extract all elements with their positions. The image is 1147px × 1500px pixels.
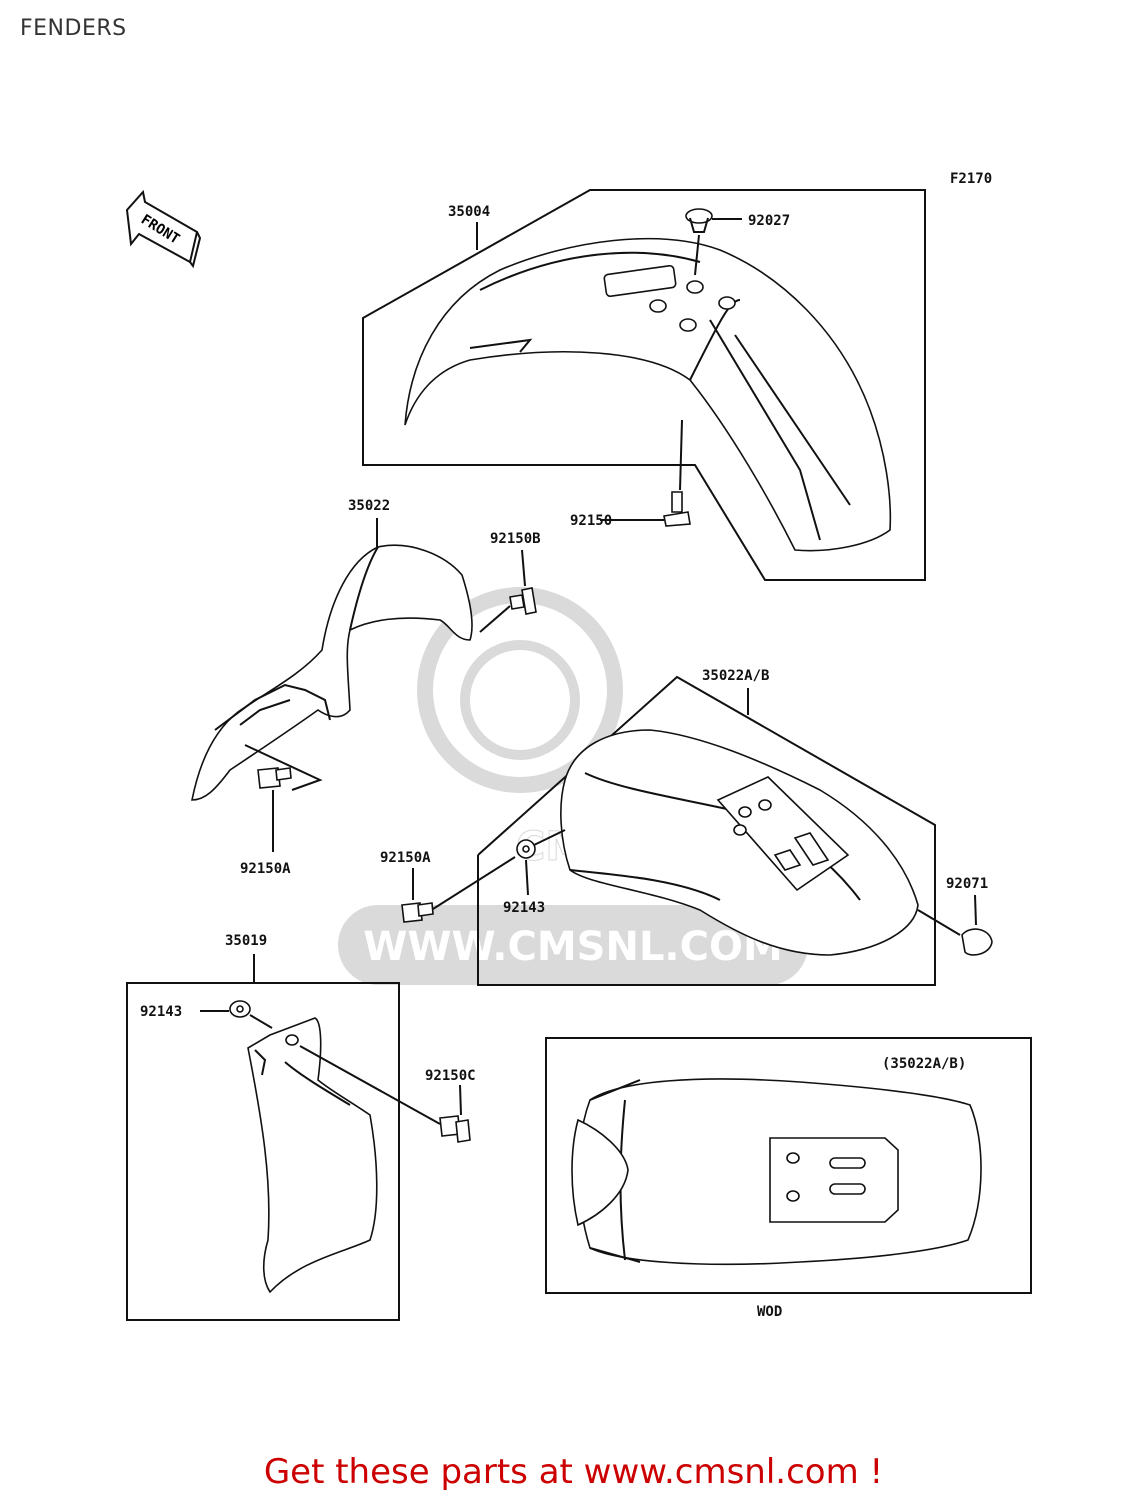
label-92150B: 92150B: [490, 531, 541, 547]
watermark-banner: [338, 905, 808, 985]
part-92071-cap: [961, 928, 993, 956]
watermark-logo-face: [460, 640, 580, 760]
mud-flap-group-box: [126, 982, 400, 1321]
part-92150A-bolt-left: [257, 767, 281, 789]
inset-title: (35022A/B): [882, 1056, 966, 1072]
part-92150B-bolt: [509, 594, 525, 610]
inset-top-view: [545, 1037, 1032, 1294]
rear-fender-35022AB: [560, 729, 919, 956]
label-35022AB: 35022A/B: [702, 668, 769, 684]
label-92150C: 92150C: [425, 1068, 476, 1084]
label-92027: 92027: [748, 213, 790, 229]
inset-box: [545, 1037, 1032, 1294]
inset-caption: WOD: [757, 1304, 782, 1320]
part-92150-bolt: [671, 491, 683, 513]
label-35022: 35022: [348, 498, 390, 514]
front-fender-35004: [404, 237, 892, 552]
part-92027-grommet: [685, 208, 713, 224]
footer-parts-link[interactable]: Get these parts at www.cmsnl.com !: [263, 1452, 884, 1492]
watermark-url: WWW.CMSNL.COM: [363, 924, 783, 970]
fender-parts-diagram: CMS WWW.CMSNL.COM FRONT F2170: [125, 171, 1032, 1321]
page-title: FENDERS: [20, 16, 127, 41]
figure-code: F2170: [950, 171, 992, 187]
mud-flap-35019: [247, 1017, 378, 1294]
part-92150A-bolt-middle: [401, 902, 423, 923]
label-92143-upper: 92143: [503, 900, 545, 916]
label-92071: 92071: [946, 876, 988, 892]
label-92150: 92150: [570, 513, 612, 529]
label-92143-lower: 92143: [140, 1004, 182, 1020]
label-92150A-middle: 92150A: [380, 850, 431, 866]
mud-flap-group: [126, 954, 471, 1321]
rear-fender-35022: [191, 544, 473, 801]
label-92150A-left: 92150A: [240, 861, 291, 877]
rear-fender-ab-group-box: [477, 675, 936, 986]
label-35004: 35004: [448, 204, 490, 220]
rear-fender-group: [191, 518, 537, 852]
rear-fender-ab-group: [401, 675, 993, 986]
front-fender-group-box: [362, 189, 926, 581]
front-fender-group: [362, 189, 926, 581]
label-35019: 35019: [225, 933, 267, 949]
front-arrow-label: FRONT: [138, 212, 182, 248]
front-direction-arrow: FRONT: [125, 189, 202, 269]
